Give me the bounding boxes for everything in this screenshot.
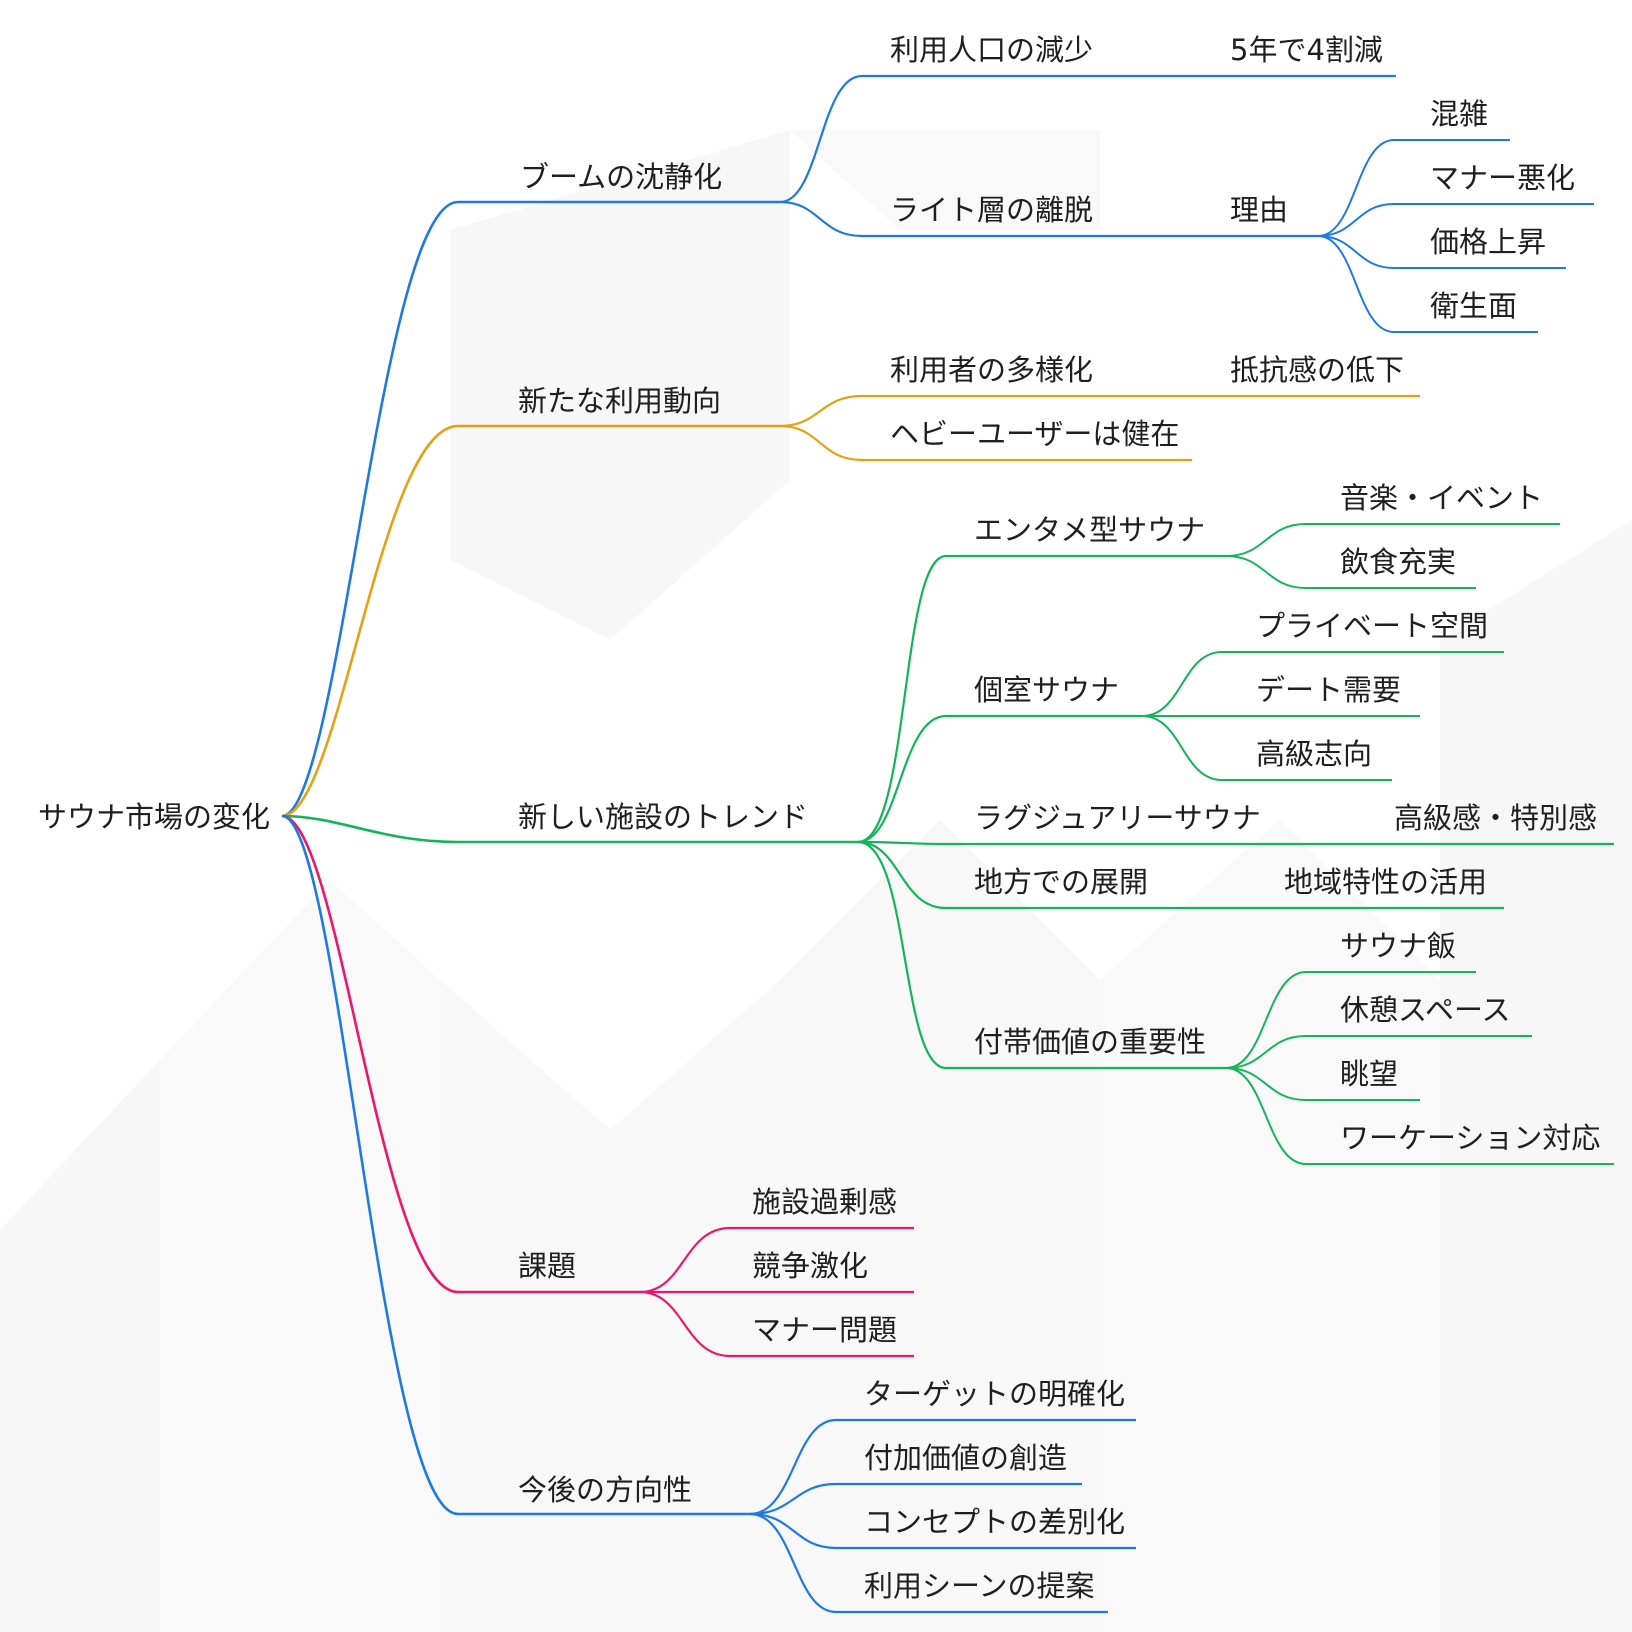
node-food: 飲食充実 xyxy=(1340,545,1457,579)
edge-root-future xyxy=(281,814,750,1516)
edge-boom-decline xyxy=(779,74,1396,204)
node-local-expansion: 地方での展開 xyxy=(974,865,1149,899)
edge-private-space xyxy=(1141,651,1504,717)
node-competition: 競争激化 xyxy=(752,1249,869,1283)
node-luxury-sauna: ラグジュアリーサウナ xyxy=(974,801,1261,835)
edge-reason-price xyxy=(1317,235,1566,269)
node-date-demand: デート需要 xyxy=(1256,673,1402,707)
edge-boom-light xyxy=(779,200,1318,238)
edge-root-issues xyxy=(281,814,640,1294)
node-heavy-users: ヘビーユーザーは健在 xyxy=(890,417,1180,451)
node-target-clarify: ターゲットの明確化 xyxy=(864,1377,1126,1411)
branch-trend-label: 新しい施設のトレンド xyxy=(518,800,809,834)
branch-issues-label: 課題 xyxy=(518,1249,577,1283)
branch-boom-label: ブームの沈静化 xyxy=(520,160,723,194)
node-manner-worse: マナー悪化 xyxy=(1430,161,1576,195)
edge-trend-luxury xyxy=(857,840,1614,846)
root-node-label: サウナ市場の変化 xyxy=(38,800,271,834)
node-rest-space: 休憩スペース xyxy=(1340,993,1511,1027)
edge-root-boom xyxy=(281,200,780,818)
node-regional-use: 地域特性の活用 xyxy=(1284,865,1488,899)
edge-value-work xyxy=(1225,1067,1614,1165)
edge-future-value xyxy=(749,1482,1082,1516)
edge-future-target xyxy=(749,1418,1136,1516)
edge-reason-crowd xyxy=(1317,139,1510,237)
edge-future-scene xyxy=(749,1512,1108,1614)
edge-reason-manner xyxy=(1317,203,1594,237)
node-hygiene: 衛生面 xyxy=(1430,289,1518,323)
edge-trend-private xyxy=(857,714,1142,844)
node-luxury-pref: 高級志向 xyxy=(1256,737,1373,771)
node-light-exit: ライト層の離脱 xyxy=(890,193,1094,227)
edge-private-luxury xyxy=(1141,715,1392,781)
node-less-resistance: 抵抗感の低下 xyxy=(1230,353,1405,387)
edge-future-concept xyxy=(749,1512,1136,1550)
edge-value-view xyxy=(1225,1067,1420,1101)
edge-value-rest xyxy=(1225,1035,1532,1069)
node-oversupply: 施設過剰感 xyxy=(752,1185,898,1219)
edge-value-meal xyxy=(1225,971,1476,1069)
edge-usage-heavy xyxy=(779,424,1192,462)
node-concept-diff: コンセプトの差別化 xyxy=(864,1505,1126,1539)
node-user-decline: 利用人口の減少 xyxy=(890,33,1094,67)
edge-reason-hygiene xyxy=(1317,235,1538,333)
node-private-sauna: 個室サウナ xyxy=(974,673,1120,707)
node-diversify: 利用者の多様化 xyxy=(890,353,1094,387)
branch-future-label: 今後の方向性 xyxy=(518,1473,693,1507)
node-added-value: 付帯価値の重要性 xyxy=(974,1025,1207,1059)
edge-issues-oversupply xyxy=(639,1226,914,1294)
edge-trend-local xyxy=(857,840,1504,910)
edge-root-usage xyxy=(281,424,780,818)
node-private-space: プライベート空間 xyxy=(1256,609,1489,643)
node-crowding: 混雑 xyxy=(1430,97,1489,131)
node-music-event: 音楽・イベント xyxy=(1340,481,1544,515)
edge-ent-food xyxy=(1225,555,1476,589)
node-entertainment-sauna: エンタメ型サウナ xyxy=(974,513,1206,547)
edge-root-trend xyxy=(281,814,858,844)
edge-trend-value xyxy=(857,840,1226,1070)
node-manner-issue: マナー問題 xyxy=(752,1313,898,1347)
edge-issues-manner xyxy=(639,1290,914,1358)
edge-trend-ent xyxy=(857,554,1226,844)
node-usage-scene: 利用シーンの提案 xyxy=(864,1569,1095,1603)
edge-ent-music xyxy=(1225,523,1560,557)
edge-usage-diversify xyxy=(779,394,1420,428)
node-reason: 理由 xyxy=(1230,193,1289,227)
node-luxury-feel: 高級感・特別感 xyxy=(1394,801,1598,835)
node-create-value: 付加価値の創造 xyxy=(864,1441,1068,1475)
node-sauna-meal: サウナ飯 xyxy=(1340,929,1457,963)
branch-usage-label: 新たな利用動向 xyxy=(518,384,722,418)
node-price-rise: 価格上昇 xyxy=(1430,225,1547,259)
node-workcation: ワーケーション対応 xyxy=(1340,1121,1601,1155)
node-view: 眺望 xyxy=(1340,1057,1399,1091)
node-forty-percent: 5年で4割減 xyxy=(1230,33,1383,67)
